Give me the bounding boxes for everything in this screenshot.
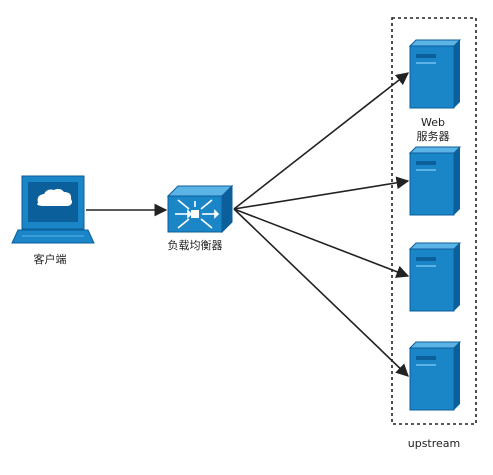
- client-label: 客户端: [34, 252, 67, 266]
- web-server-1: [408, 39, 462, 109]
- web-server-2: [408, 146, 462, 216]
- balancer-to-server-2-arrow: [233, 176, 410, 210]
- balancer-to-server-3-arrow: [233, 208, 410, 278]
- upstream-group-box: [391, 17, 477, 425]
- upstream-label: upstream: [408, 437, 461, 450]
- web-server-4: [408, 341, 462, 411]
- web-server-label-line2: 服务器: [417, 130, 450, 143]
- web-server-3: [408, 242, 462, 312]
- balancer-to-server-4-arrow: [233, 208, 409, 377]
- balancer-to-server-1-arrow: [233, 72, 410, 210]
- client-computer-icon: [11, 175, 95, 244]
- server-icon: [408, 39, 462, 109]
- server-icon: [408, 146, 462, 216]
- server-icon: [408, 242, 462, 312]
- load-balancer-label: 负载均衡器: [168, 238, 223, 252]
- server-icon: [408, 341, 462, 411]
- load-balancer-icon: [166, 184, 234, 234]
- web-server-label-line1: Web: [421, 116, 445, 129]
